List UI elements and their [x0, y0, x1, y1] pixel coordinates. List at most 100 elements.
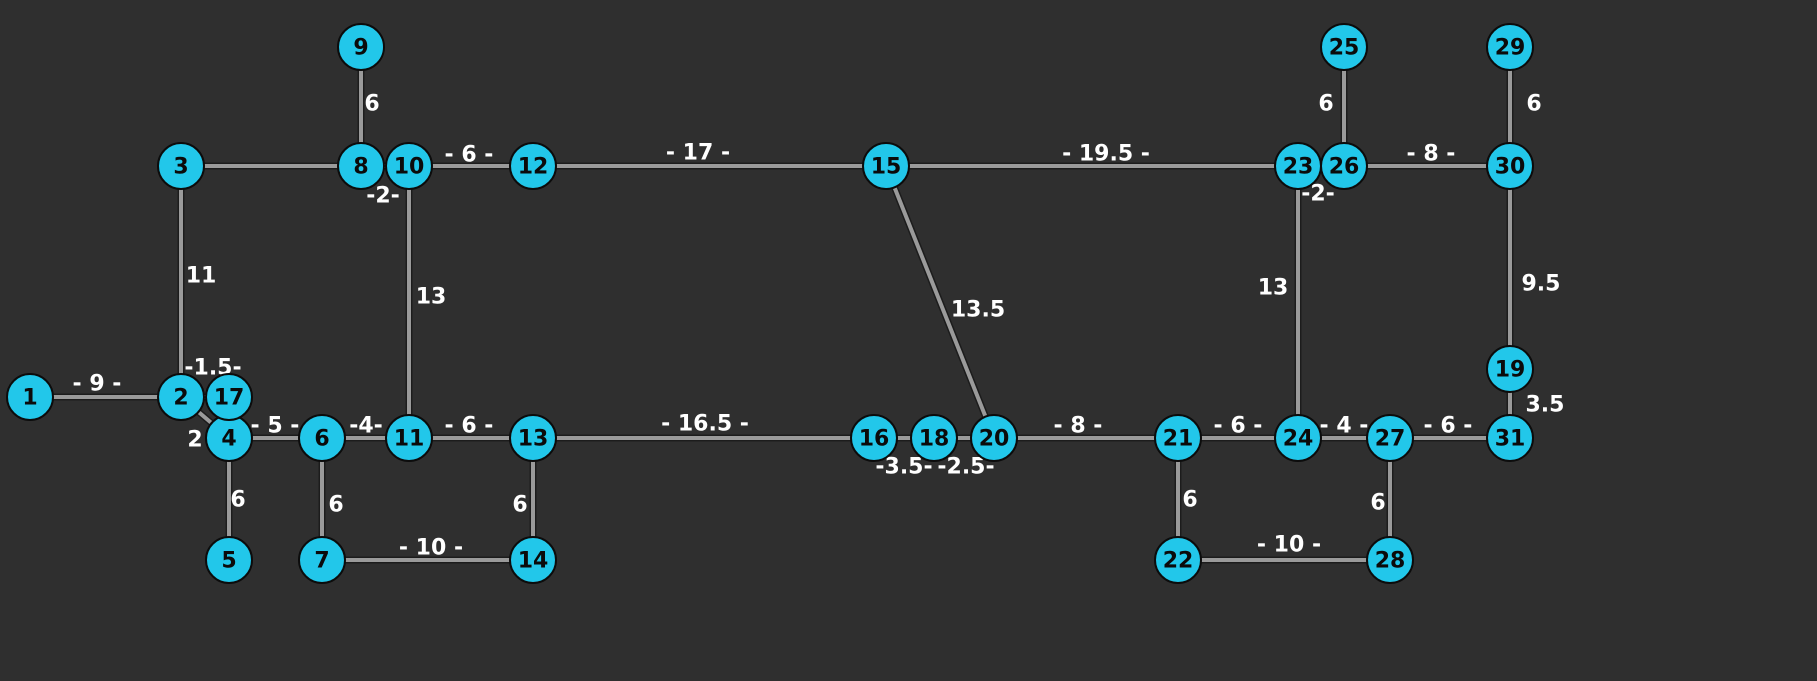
- edge-label-25-26: 6: [1318, 92, 1333, 117]
- node-16[interactable]: 16: [850, 414, 898, 462]
- edge-label-19-31: 3.5: [1526, 393, 1565, 418]
- edge-label-2-3: 11: [186, 264, 217, 289]
- node-3[interactable]: 3: [157, 142, 205, 190]
- node-circle[interactable]: [337, 142, 385, 190]
- node-circle[interactable]: [157, 373, 205, 421]
- node-circle[interactable]: [1366, 414, 1414, 462]
- edge-label-27-28: 6: [1370, 491, 1385, 516]
- node-circle[interactable]: [1274, 414, 1322, 462]
- node-13[interactable]: 13: [509, 414, 557, 462]
- node-24[interactable]: 24: [1274, 414, 1322, 462]
- node-7[interactable]: 7: [298, 536, 346, 584]
- node-8[interactable]: 8: [337, 142, 385, 190]
- node-2[interactable]: 2: [157, 373, 205, 421]
- node-circle[interactable]: [298, 414, 346, 462]
- edge-label-15-23: - 19.5 -: [1062, 142, 1150, 167]
- edge-label-20-21: - 8 -: [1054, 414, 1103, 439]
- node-10[interactable]: 10: [385, 142, 433, 190]
- edges-layer: [26, 43, 1514, 564]
- node-circle[interactable]: [1486, 345, 1534, 393]
- node-circle[interactable]: [509, 414, 557, 462]
- edge-15-20: [882, 162, 998, 442]
- node-28[interactable]: 28: [1366, 536, 1414, 584]
- edge-label-12-15: - 17 -: [666, 141, 730, 166]
- node-circle[interactable]: [509, 142, 557, 190]
- node-label: 27: [1375, 427, 1406, 452]
- node-label: 19: [1495, 358, 1526, 383]
- node-31[interactable]: 31: [1486, 414, 1534, 462]
- node-circle[interactable]: [509, 536, 557, 584]
- node-label: 13: [518, 427, 549, 452]
- edge-label-11-13: - 6 -: [445, 414, 494, 439]
- node-circle[interactable]: [385, 414, 433, 462]
- node-label: 10: [394, 155, 425, 180]
- node-25[interactable]: 25: [1320, 23, 1368, 71]
- node-21[interactable]: 21: [1154, 414, 1202, 462]
- edge-label-6-11: -4-: [349, 414, 383, 439]
- node-circle[interactable]: [1486, 414, 1534, 462]
- node-label: 24: [1283, 427, 1314, 452]
- edge-label-22-28: - 10 -: [1257, 533, 1321, 558]
- node-label: 15: [871, 155, 902, 180]
- edge-label-10-11: 13: [416, 285, 447, 310]
- edge-label-7-14: - 10 -: [399, 536, 463, 561]
- node-label: 2: [173, 386, 188, 411]
- node-6[interactable]: 6: [298, 414, 346, 462]
- node-label: 25: [1329, 36, 1360, 61]
- node-circle[interactable]: [1320, 142, 1368, 190]
- node-29[interactable]: 29: [1486, 23, 1534, 71]
- node-circle[interactable]: [850, 414, 898, 462]
- node-circle[interactable]: [970, 414, 1018, 462]
- node-circle[interactable]: [1320, 23, 1368, 71]
- edge-label-8-9: 6: [364, 92, 379, 117]
- node-circle[interactable]: [6, 373, 54, 421]
- edge-label-8-10: -2-: [366, 184, 400, 209]
- node-circle[interactable]: [862, 142, 910, 190]
- node-30[interactable]: 30: [1486, 142, 1534, 190]
- node-circle[interactable]: [1486, 23, 1534, 71]
- node-label: 3: [173, 155, 188, 180]
- node-circle[interactable]: [1154, 536, 1202, 584]
- node-circle[interactable]: [157, 142, 205, 190]
- node-label: 21: [1163, 427, 1194, 452]
- node-14[interactable]: 14: [509, 536, 557, 584]
- node-4[interactable]: 4: [205, 414, 253, 462]
- node-label: 9: [353, 36, 368, 61]
- node-1[interactable]: 1: [6, 373, 54, 421]
- node-circle[interactable]: [385, 142, 433, 190]
- node-circle[interactable]: [298, 536, 346, 584]
- node-15[interactable]: 15: [862, 142, 910, 190]
- node-12[interactable]: 12: [509, 142, 557, 190]
- edge-label-13-14: 6: [512, 493, 527, 518]
- node-26[interactable]: 26: [1320, 142, 1368, 190]
- edge-label-29-30: 6: [1526, 92, 1541, 117]
- node-label: 22: [1163, 549, 1194, 574]
- node-9[interactable]: 9: [337, 23, 385, 71]
- node-label: 17: [214, 386, 245, 411]
- node-label: 18: [919, 427, 950, 452]
- node-circle[interactable]: [337, 23, 385, 71]
- node-22[interactable]: 22: [1154, 536, 1202, 584]
- node-label: 4: [221, 427, 236, 452]
- node-label: 26: [1329, 155, 1360, 180]
- node-circle[interactable]: [1366, 536, 1414, 584]
- node-circle[interactable]: [910, 414, 958, 462]
- node-18[interactable]: 18: [910, 414, 958, 462]
- node-17[interactable]: 17: [205, 373, 253, 421]
- edge-labels-layer: - 9 -11-1.5-26- 5 -6-4-- 10 -6-2-- 6 -13…: [73, 92, 1565, 561]
- node-11[interactable]: 11: [385, 414, 433, 462]
- node-circle[interactable]: [1486, 142, 1534, 190]
- node-19[interactable]: 19: [1486, 345, 1534, 393]
- node-circle[interactable]: [205, 536, 253, 584]
- edge-label-6-7: 6: [328, 493, 343, 518]
- edge-label-13-16: - 16.5 -: [661, 412, 749, 437]
- node-5[interactable]: 5: [205, 536, 253, 584]
- node-circle[interactable]: [1154, 414, 1202, 462]
- node-27[interactable]: 27: [1366, 414, 1414, 462]
- node-23[interactable]: 23: [1274, 142, 1322, 190]
- node-circle[interactable]: [205, 373, 253, 421]
- node-label: 12: [518, 155, 549, 180]
- node-20[interactable]: 20: [970, 414, 1018, 462]
